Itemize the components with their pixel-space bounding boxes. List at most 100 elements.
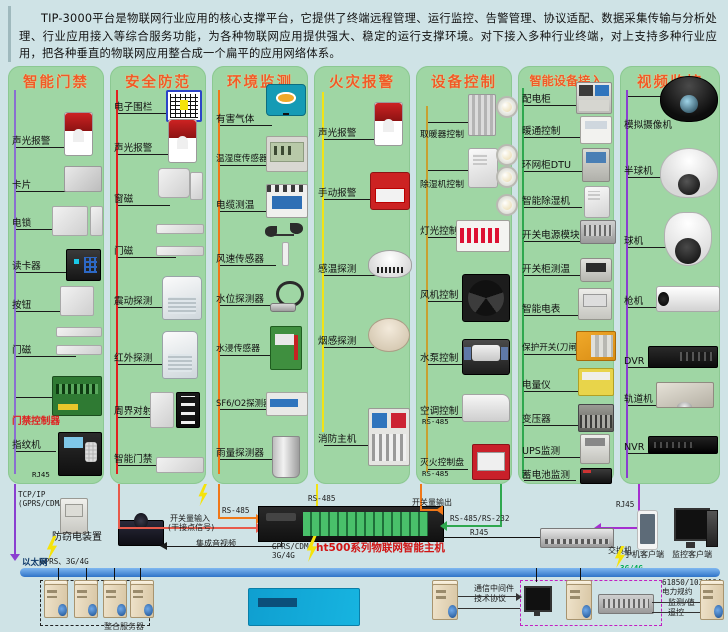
list-item: 开关柜测温 xyxy=(520,258,614,282)
item-sublabel: RS-485 xyxy=(422,417,449,426)
device-extinguish-panel xyxy=(472,444,510,480)
wire-video-riser xyxy=(281,540,282,547)
device-smart-meter xyxy=(578,288,612,320)
connector xyxy=(118,205,170,206)
device-card-reader xyxy=(66,249,101,281)
list-item: 消防主机 xyxy=(316,408,410,466)
wireless-bolt-icon xyxy=(198,484,208,506)
device-sf6-o2-detector xyxy=(266,392,308,416)
list-item: 水浸传感器 xyxy=(214,326,308,370)
list-item: 有害气体 xyxy=(214,84,308,132)
list-item: 震动探测 xyxy=(112,276,206,320)
connector xyxy=(220,211,268,212)
server-1 xyxy=(44,580,68,618)
device-power-cabinet xyxy=(576,82,612,114)
device-fingerprint xyxy=(58,432,102,476)
device-smart-dehumidifier xyxy=(584,186,610,218)
connector xyxy=(524,391,580,392)
connector xyxy=(220,355,276,356)
list-item: 暖通控制 xyxy=(520,116,614,144)
connector xyxy=(16,191,66,192)
device-ptz-camera xyxy=(664,212,712,266)
list-item: 声光报警 xyxy=(316,102,410,146)
list-item: 智能电表 xyxy=(520,288,614,322)
column-security: 安全防范 电子围栏 声光报警 窗磁 门磁 xyxy=(110,66,206,484)
item-label: 环网柜DTU xyxy=(522,160,572,171)
connector xyxy=(16,229,54,230)
connector xyxy=(524,425,580,426)
connector xyxy=(118,364,170,365)
pc-client-label: 监控客户端 xyxy=(672,550,712,559)
list-item: 周界对射 xyxy=(112,392,206,428)
switch-input-sub: (干接点信号) xyxy=(168,523,215,532)
connector xyxy=(118,257,176,258)
device-vibration-detector xyxy=(162,276,202,320)
bus-line-device-control xyxy=(426,106,428,472)
rj45-right-label: RJ45 xyxy=(616,500,635,509)
device-pump-control xyxy=(462,339,510,375)
device-infrared-detector xyxy=(162,331,198,379)
item-label: 半球机 xyxy=(624,166,653,177)
category-columns: 智能门禁 声光报警 卡片 电锁 读卡器 xyxy=(8,66,722,484)
server-2 xyxy=(74,580,98,618)
list-item: UPS监测 xyxy=(520,434,614,464)
integrated-video-label: 集成音视频 xyxy=(196,539,236,548)
device-water-level-probe xyxy=(268,280,306,314)
device-siren xyxy=(374,102,403,146)
connector xyxy=(220,305,280,306)
list-item: 声光报警 xyxy=(112,119,206,163)
column-title: 设备控制 xyxy=(431,75,497,91)
item-label: 电量仪 xyxy=(522,380,551,391)
device-perimeter-unit xyxy=(150,392,174,428)
item-label: 开关柜测温 xyxy=(522,264,570,275)
device-transformer xyxy=(578,404,614,432)
device-electric-fence xyxy=(166,90,202,122)
connector xyxy=(428,469,468,470)
connector xyxy=(220,125,272,126)
item-label: 空调控制 xyxy=(420,406,459,417)
item-label: 门磁 xyxy=(12,345,32,356)
ethernet-backbone xyxy=(20,568,720,577)
gprs-left-label: GPRS、3G/4G xyxy=(40,557,89,566)
item-label: 感温探测 xyxy=(318,264,357,275)
connector xyxy=(628,177,674,178)
device-siren xyxy=(168,119,197,163)
item-label: 窗磁 xyxy=(114,194,134,205)
connector xyxy=(220,459,274,460)
wire-video-to-switch xyxy=(600,527,640,529)
tcpip-label: TCP/IP (GPRS/CDMA) xyxy=(18,490,69,508)
list-item: 门磁 xyxy=(10,327,104,363)
device-smoke-detector xyxy=(368,318,410,352)
device-heater-control xyxy=(468,94,496,136)
list-item: 模拟摄像机 xyxy=(622,76,720,131)
device-cable-temp-monitor xyxy=(266,184,308,218)
wire-access-control-down xyxy=(14,484,16,556)
list-item: 门禁控制器 xyxy=(10,376,104,428)
device-window-magnet xyxy=(190,172,203,200)
column-environment: 环境监测 有害气体 温湿度传感器 电缆测温 风速传感器 xyxy=(212,66,308,484)
list-item: 取暖器控制 xyxy=(418,94,518,148)
item-label: 模拟摄像机 xyxy=(624,120,672,131)
list-item: 水位探测器 xyxy=(214,280,308,312)
item-label: 轨道机 xyxy=(624,394,653,405)
list-item: 变压器 xyxy=(520,404,614,432)
connector xyxy=(324,199,374,200)
connector xyxy=(524,241,582,242)
device-switchgear-temp-monitor xyxy=(580,258,612,282)
item-label: 电子围栏 xyxy=(114,102,153,113)
rs485-left-label: RS-485 xyxy=(222,506,250,515)
item-label: 震动探测 xyxy=(114,296,153,307)
connector xyxy=(118,113,166,114)
item-label: 球机 xyxy=(624,236,644,247)
bus-line-security xyxy=(116,90,118,474)
wire-smart-device-down xyxy=(500,484,502,526)
item-label: 风机控制 xyxy=(420,290,459,301)
connector xyxy=(524,137,580,138)
server-3 xyxy=(103,580,127,618)
item-label: SF6/O2探测器 xyxy=(216,398,272,408)
list-item: 配电柜 xyxy=(520,82,614,114)
connector xyxy=(628,247,686,248)
column-device-control: 设备控制 取暖器控制 除湿机控制 灯光控制 xyxy=(416,66,518,484)
rj45-mid-label: RJ45 xyxy=(470,528,489,537)
ethernet-label: 以太网 xyxy=(22,558,48,568)
